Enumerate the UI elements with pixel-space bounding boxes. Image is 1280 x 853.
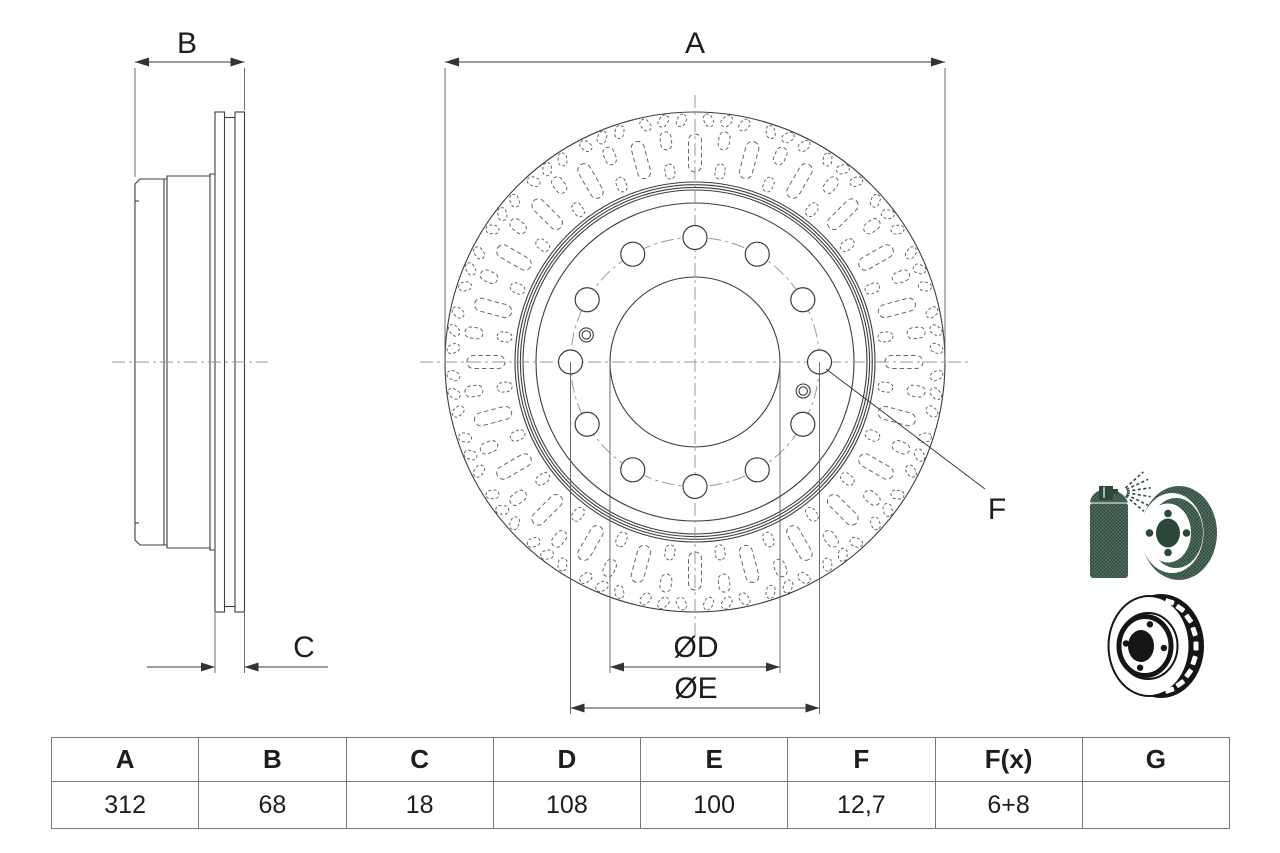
bolt-holes [557, 224, 833, 500]
spec-header-e: E [639, 737, 789, 782]
spec-header-d: D [492, 737, 642, 782]
spray-mist-icon [1124, 471, 1151, 512]
spec-value-row: 312 68 18 108 100 12,7 6+8 [50, 781, 1231, 829]
dim-label-c: C [293, 631, 315, 664]
dim-label-a: A [685, 27, 705, 60]
spec-header-row: A B C D E F F(x) G [50, 737, 1231, 782]
spec-header-a: A [50, 737, 200, 782]
spec-header-g: G [1081, 737, 1231, 782]
spray-can-icon [1090, 486, 1128, 578]
spec-value-e: 100 [639, 781, 789, 829]
technical-drawing: B A C ØD ØE F [112, 27, 1217, 714]
dimensions: B A C ØD ØE F [134, 27, 1006, 714]
dim-label-d: ØD [674, 631, 719, 664]
spec-value-d: 108 [492, 781, 642, 829]
dimension-arrows [135, 57, 945, 713]
vent-rim-slots [1164, 598, 1199, 694]
leader-line-f [825, 368, 986, 490]
spec-value-b: 68 [198, 781, 347, 829]
spec-header-b: B [198, 737, 347, 782]
dim-label-e: ØE [674, 672, 717, 705]
spec-value-fx: 6+8 [934, 781, 1083, 829]
vented-disc-icon [1107, 594, 1204, 698]
side-view [112, 111, 268, 613]
pilot-hole-lower-right [795, 383, 811, 399]
front-view [420, 95, 970, 640]
spec-table: A B C D E F F(x) G 312 68 18 108 100 12,… [50, 737, 1231, 829]
dim-label-f: F [988, 493, 1006, 526]
spec-value-g [1081, 781, 1231, 829]
brake-drum-icon [1140, 486, 1217, 580]
spec-value-f: 12,7 [787, 781, 936, 829]
spec-header-c: C [345, 737, 494, 782]
drum-profile [134, 173, 215, 551]
spec-value-c: 18 [345, 781, 494, 829]
spray-cleaning-icon [1090, 471, 1217, 580]
spec-header-f: F [787, 737, 936, 782]
pilot-hole-upper-left [578, 327, 594, 343]
dim-label-b: B [177, 27, 197, 60]
spec-header-fx: F(x) [934, 737, 1083, 782]
spec-value-a: 312 [50, 781, 200, 829]
